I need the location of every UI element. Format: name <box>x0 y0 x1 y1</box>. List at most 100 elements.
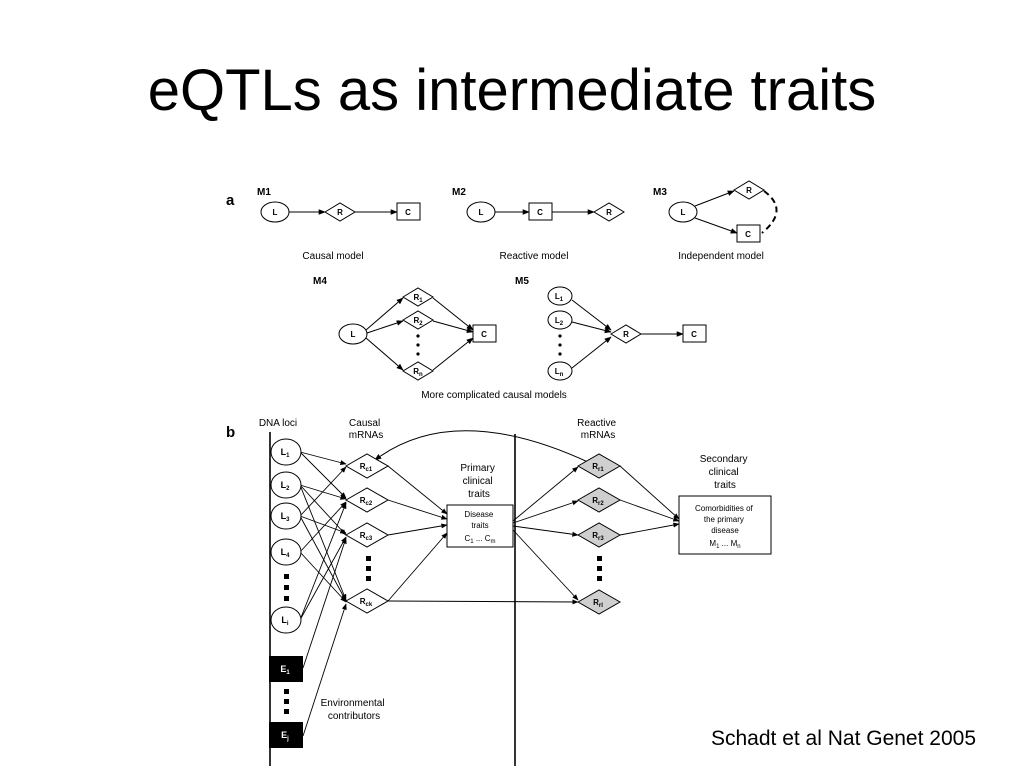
m4-node-r1 <box>402 287 434 307</box>
edge-li-rc3 <box>299 536 347 621</box>
edge-rc1-disease <box>387 465 448 515</box>
m3-dashed-link <box>761 190 778 234</box>
m4-label-c: C <box>481 330 487 339</box>
reactive-rr1-sub: r1 <box>598 467 604 473</box>
comorbidities-box <box>678 495 772 555</box>
comorbid-line3: disease <box>711 526 739 535</box>
m4-r1-sub: 1 <box>419 298 423 304</box>
edge-l3-rc1 <box>299 466 347 517</box>
env-ellipsis-dot <box>284 689 289 694</box>
loci-ellipsis-dot <box>284 596 289 601</box>
reactive-rrl-letter: R <box>593 598 599 607</box>
m5-node-l2 <box>547 310 573 330</box>
reactive-label-rrl: Rrl <box>593 598 603 609</box>
causal-heading-line1: Causal <box>349 418 380 429</box>
m4-label-rn: Rn <box>413 367 423 378</box>
edge-l1-rc1 <box>299 451 347 466</box>
m5-ln-letter: L <box>555 367 560 376</box>
env-ej-sub: j <box>286 736 289 742</box>
reactive-to-comorbid-edges <box>619 465 680 536</box>
primary-line3: traits <box>468 489 490 500</box>
slide-title: eQTLs as intermediate traits <box>147 58 877 123</box>
comorbid-range-dots: ... <box>719 539 730 548</box>
causal-node-rc2 <box>344 487 390 513</box>
model-m1: M1 L R C Causal model <box>257 187 421 262</box>
m4-node-c <box>472 324 497 343</box>
reactive-ellipsis-dot <box>597 576 602 581</box>
m5-l1-sub: 1 <box>560 297 564 303</box>
m5-edge-ln-r <box>571 336 612 369</box>
causal-label-rck: Rck <box>360 597 373 608</box>
m4-node-rn <box>402 361 434 381</box>
edge-rr2-comorbid <box>619 499 680 522</box>
disease-line1: Disease <box>464 510 493 519</box>
disease-range-b: C <box>485 534 491 543</box>
m4-edge-r2-c <box>432 320 474 334</box>
edge-disease-rr1 <box>512 466 579 522</box>
comorbid-range-b: M <box>731 539 738 548</box>
m4-ellipsis-dot <box>416 334 420 338</box>
locus-label-l3: L3 <box>281 511 291 523</box>
m4-node-r2 <box>402 310 434 330</box>
edge-l4-rc2 <box>299 501 347 553</box>
reactive-mrnas-heading: Reactive mRNAs <box>577 418 619 441</box>
edge-l2-rck <box>299 484 347 601</box>
panel-b-label: b <box>226 424 235 441</box>
disease-to-reactive-edges <box>387 466 579 605</box>
m4-r2-letter: R <box>413 316 419 325</box>
disease-range-a-sub: 1 <box>470 539 474 545</box>
m4-edge-l-rn <box>365 337 404 371</box>
m4-ellipsis-dot <box>416 343 420 347</box>
secondary-line2: clinical <box>709 467 739 478</box>
env-e1-sub: 1 <box>286 670 290 676</box>
env-label-ej: Ej <box>281 730 289 742</box>
env-ej-letter: E <box>281 730 287 740</box>
locus-l3-letter: L <box>281 511 287 521</box>
m5-label-c: C <box>691 330 697 339</box>
environmental-label: Environmental contributors <box>321 698 388 722</box>
comorbid-range: M1 ... Mn <box>709 539 740 550</box>
edge-l2-rc3 <box>299 484 347 536</box>
locus-label-l4: L4 <box>281 547 291 559</box>
comorbid-range-b-sub: n <box>737 544 740 550</box>
causal-ellipsis-dot <box>366 576 371 581</box>
m5-ellipsis-dot <box>558 334 562 338</box>
causal-rc1-sub: c1 <box>366 467 373 473</box>
m4-label-l: L <box>351 330 356 339</box>
comorbid-line2: the primary <box>704 515 744 524</box>
disease-range-b-sub: m <box>491 539 496 545</box>
reactive-heading-line1: Reactive <box>577 418 616 429</box>
env-node-ej <box>269 722 303 748</box>
causal-ellipsis-dot <box>366 566 371 571</box>
citation: Schadt et al Nat Genet 2005 <box>710 727 976 750</box>
causal-rck-letter: R <box>360 597 366 606</box>
locus-label-l1: L1 <box>281 447 291 459</box>
model-m4: M4 L R1 R2 Rn C <box>313 276 497 381</box>
edge-l1-rc2 <box>299 451 347 499</box>
env-ellipsis-dot <box>284 699 289 704</box>
causal-mrnas-heading: Causal mRNAs <box>349 418 383 441</box>
comorbid-range-a: M <box>709 539 716 548</box>
m5-ln-sub: n <box>560 372 564 378</box>
complicated-caption: More complicated causal models <box>421 390 567 401</box>
env-label-line2: contributors <box>328 711 380 722</box>
causal-to-disease-edges <box>387 465 448 602</box>
m3-label-r: R <box>746 186 752 195</box>
locus-label-li: Li <box>281 615 289 627</box>
m1-label-l: L <box>273 208 278 217</box>
m1-name: M1 <box>257 187 271 198</box>
m4-name: M4 <box>313 276 327 287</box>
m4-edge-r1-c <box>432 297 474 331</box>
primary-traits-label: Primary clinical traits <box>460 463 497 500</box>
m5-node-l1 <box>547 286 573 306</box>
m3-edge-l-r <box>694 190 735 207</box>
m1-node-c <box>396 202 421 221</box>
m2-label-r: R <box>606 208 612 217</box>
m5-label-l1: L1 <box>555 292 564 303</box>
locus-li-letter: L <box>281 615 287 625</box>
reactive-node-rr1 <box>576 453 622 479</box>
m3-node-r <box>733 180 765 200</box>
m5-label-l2: L2 <box>555 316 564 327</box>
reactive-label-rr1: Rr1 <box>592 462 604 473</box>
